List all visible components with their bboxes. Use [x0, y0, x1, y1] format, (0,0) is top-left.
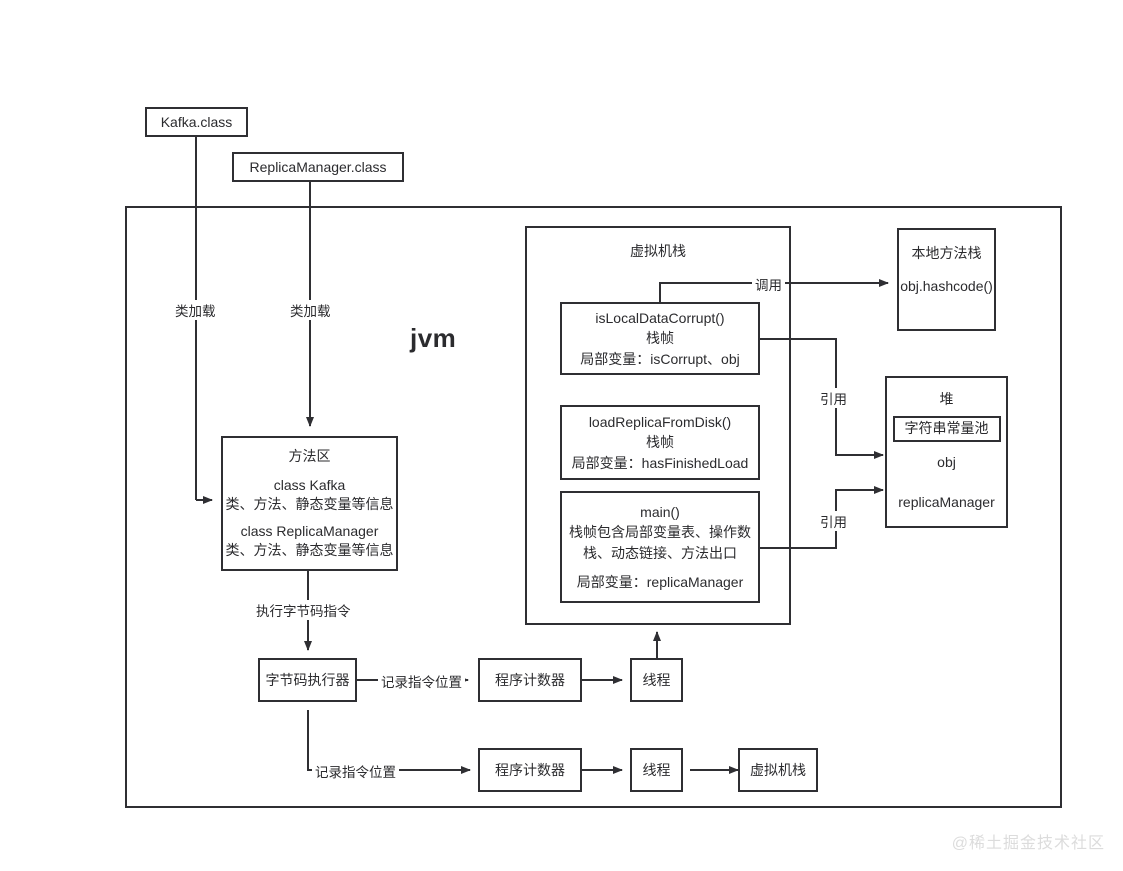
bytecode-executor[interactable]: 字节码执行器: [258, 658, 357, 702]
jvm-label: jvm: [410, 323, 457, 353]
program-counter-2-label: 程序计数器: [495, 761, 565, 778]
method-area[interactable]: 方法区 class Kafka 类、方法、静态变量等信息 class Repli…: [221, 436, 398, 571]
frame-main[interactable]: main() 栈帧包含局部变量表、操作数 栈、动态链接、方法出口 局部变量：re…: [560, 491, 760, 603]
watermark: @稀土掘金技术社区: [951, 835, 1105, 852]
heap-object-replicamanager: replicaManager: [898, 494, 995, 511]
frame-islocaldatacorrupt-method: isLocalDataCorrupt(): [595, 310, 725, 327]
frame-main-kind: 栈帧包含局部变量表、操作数: [569, 524, 751, 541]
frame-loadreplicafromdisk-locals: 局部变量：hasFinishedLoad: [571, 454, 749, 471]
vm-stack-node-2-label: 虚拟机栈: [750, 761, 806, 778]
native-method-stack-title: 本地方法栈: [911, 245, 982, 261]
edge-label-class-load-right: 类加载: [287, 300, 334, 320]
program-counter-1-label: 程序计数器: [495, 671, 565, 688]
edge-label-reference-obj: 引用: [817, 388, 850, 408]
method-area-detail-1: 类、方法、静态变量等信息: [225, 542, 394, 559]
thread-2[interactable]: 线程: [630, 748, 683, 792]
frame-main-method: main(): [640, 503, 680, 520]
frame-islocaldatacorrupt[interactable]: isLocalDataCorrupt() 栈帧 局部变量：isCorrupt、o…: [560, 302, 760, 375]
frame-loadreplicafromdisk[interactable]: loadReplicaFromDisk() 栈帧 局部变量：hasFinishe…: [560, 405, 760, 480]
string-constant-pool[interactable]: 字符串常量池: [892, 415, 1001, 443]
vm-stack-node-2[interactable]: 虚拟机栈: [738, 748, 818, 792]
vm-stack-title: 虚拟机栈: [630, 243, 686, 259]
native-method-stack[interactable]: 本地方法栈 obj.hashcode(): [897, 228, 996, 331]
bytecode-executor-label: 字节码执行器: [265, 671, 350, 688]
heap[interactable]: 堆 字符串常量池 obj replicaManager: [885, 376, 1008, 528]
frame-main-kind2: 栈、动态链接、方法出口: [583, 544, 737, 561]
kafka-class-file[interactable]: Kafka.class: [145, 107, 248, 137]
native-method-stack-entry: obj.hashcode(): [900, 277, 993, 294]
edge-label-record-position-1: 记录指令位置: [378, 671, 465, 691]
kafka-class-file-label: Kafka.class: [160, 113, 233, 130]
method-area-detail-0: 类、方法、静态变量等信息: [225, 495, 394, 512]
method-area-title: 方法区: [288, 447, 331, 464]
frame-loadreplicafromdisk-method: loadReplicaFromDisk(): [588, 414, 732, 431]
method-area-class-0: class Kafka: [273, 476, 346, 493]
edge-label-record-position-2: 记录指令位置: [312, 761, 399, 781]
frame-main-locals: 局部变量：replicaManager: [576, 573, 744, 590]
edge-label-class-load-left: 类加载: [172, 300, 219, 320]
heap-title: 堆: [939, 391, 954, 407]
program-counter-2[interactable]: 程序计数器: [478, 748, 582, 792]
frame-loadreplicafromdisk-kind: 栈帧: [646, 434, 674, 451]
thread-2-label: 线程: [642, 761, 671, 778]
thread-1[interactable]: 线程: [630, 658, 683, 702]
program-counter-1[interactable]: 程序计数器: [478, 658, 582, 702]
replicamanager-class-file-label: ReplicaManager.class: [249, 158, 387, 175]
replicamanager-class-file[interactable]: ReplicaManager.class: [232, 152, 404, 182]
jvm-boundary: [125, 206, 1062, 808]
edge-label-reference-replicamanager: 引用: [817, 511, 850, 531]
edge-label-invoke: 调用: [752, 274, 785, 294]
edge-label-execute-bytecode: 执行字节码指令: [253, 600, 354, 620]
frame-islocaldatacorrupt-locals: 局部变量：isCorrupt、obj: [580, 350, 740, 367]
thread-1-label: 线程: [642, 671, 671, 688]
heap-object-obj: obj: [937, 454, 956, 471]
frame-islocaldatacorrupt-kind: 栈帧: [646, 330, 674, 347]
method-area-class-1: class ReplicaManager: [240, 523, 379, 540]
